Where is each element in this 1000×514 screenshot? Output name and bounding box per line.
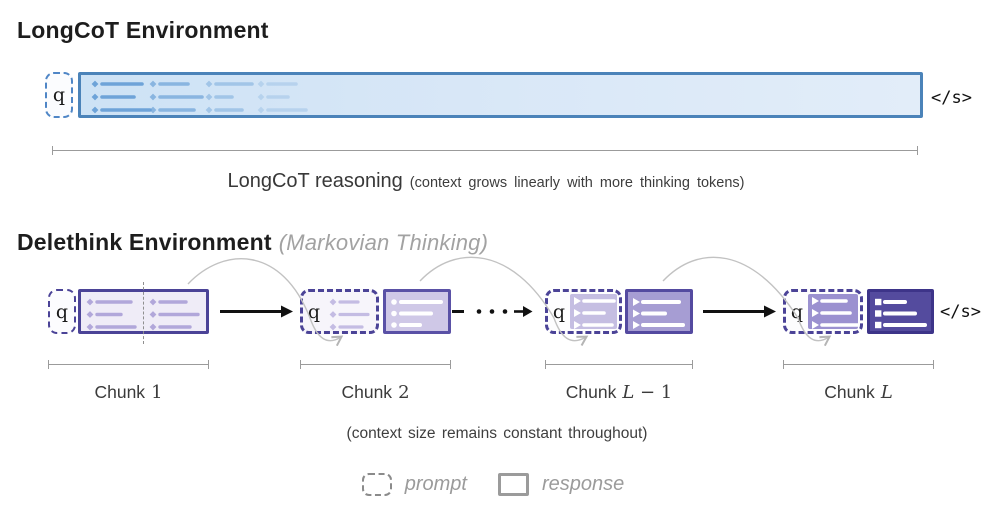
legend-prompt-label: prompt [404,473,467,495]
carried-token-lines-icon [329,298,370,331]
longcot-caption-note: (context grows linearly with more thinki… [409,175,745,191]
query-token-label: q [307,300,321,323]
delethink-caption: (context size remains constant throughou… [346,425,648,442]
carried-token-lines-icon [812,297,858,329]
longcot-response-box [78,72,923,118]
token-lines-icon [875,298,927,329]
chunk-label-prefix: Chunk [94,382,146,402]
query-token-label: q [52,84,66,106]
delethink-section-title: Delethink Environment(Markovian Thinking… [17,229,488,256]
chunk-label-prefix: Chunk [565,382,617,402]
token-lines-icon [391,299,443,328]
delethink-subtitle: (Markovian Thinking) [278,230,489,255]
chunk1-prompt-box: q [48,289,76,334]
eos-token: </s> [931,88,972,108]
chunk-l-minus1-prompt-box: q [545,289,622,334]
token-lines-icon [149,80,204,114]
chunk-ruler [48,360,209,369]
longcot-caption: LongCoT reasoning (context grows linearly… [0,170,972,193]
query-token-label: q [790,300,804,323]
token-lines-icon [149,298,200,331]
chunk-label-var: L [622,382,635,403]
query-token-label: q [552,300,566,323]
query-token-label: q [55,300,69,323]
chunk-l-prompt-box: q [783,289,863,334]
carried-chunk-block [808,294,858,329]
chunk-label-rest: − 1 [634,382,673,403]
legend-response-label: response [541,473,625,495]
eos-token: </s> [940,302,981,322]
chunk-label-rest: 2 [398,382,410,403]
chunk2-response-box [383,289,451,334]
chunk-boundary-divider [143,282,144,344]
response-legend-swatch-icon [497,473,529,496]
chunk-l-minus1-response-box [625,289,693,334]
chunk-ruler [783,360,934,369]
prompt-legend-swatch-icon [361,473,392,496]
chunk-label-prefix: Chunk [824,382,875,402]
longcot-caption-main: LongCoT reasoning [227,170,403,192]
ellipsis-dots [452,306,533,317]
chunk-label-prefix: Chunk [341,382,393,402]
token-lines-icon [91,80,152,114]
chunk2-prompt-box: q [300,289,379,334]
chunk-label-var: L [880,382,893,403]
longcot-prompt-box: q [45,72,73,118]
token-lines-icon [86,298,137,331]
next-chunk-arrow [703,305,776,318]
token-lines-icon [633,298,685,329]
legend: prompt response [0,473,986,496]
delethink-title-text: Delethink Environment [17,229,272,255]
carried-token-lines-icon [574,297,616,329]
chunk-ruler [545,360,693,369]
next-chunk-arrow [220,305,293,318]
carried-chunk-block [570,294,617,329]
token-lines-icon [205,80,254,114]
longcot-section-title: LongCoT Environment [17,17,269,43]
chunk1-response-box [78,282,209,344]
chunk-label-rest: 1 [151,382,163,403]
chunk-l-response-box [867,289,934,334]
chunk-ruler [300,360,451,369]
longcot-ruler [52,146,918,155]
token-lines-icon [257,80,308,114]
